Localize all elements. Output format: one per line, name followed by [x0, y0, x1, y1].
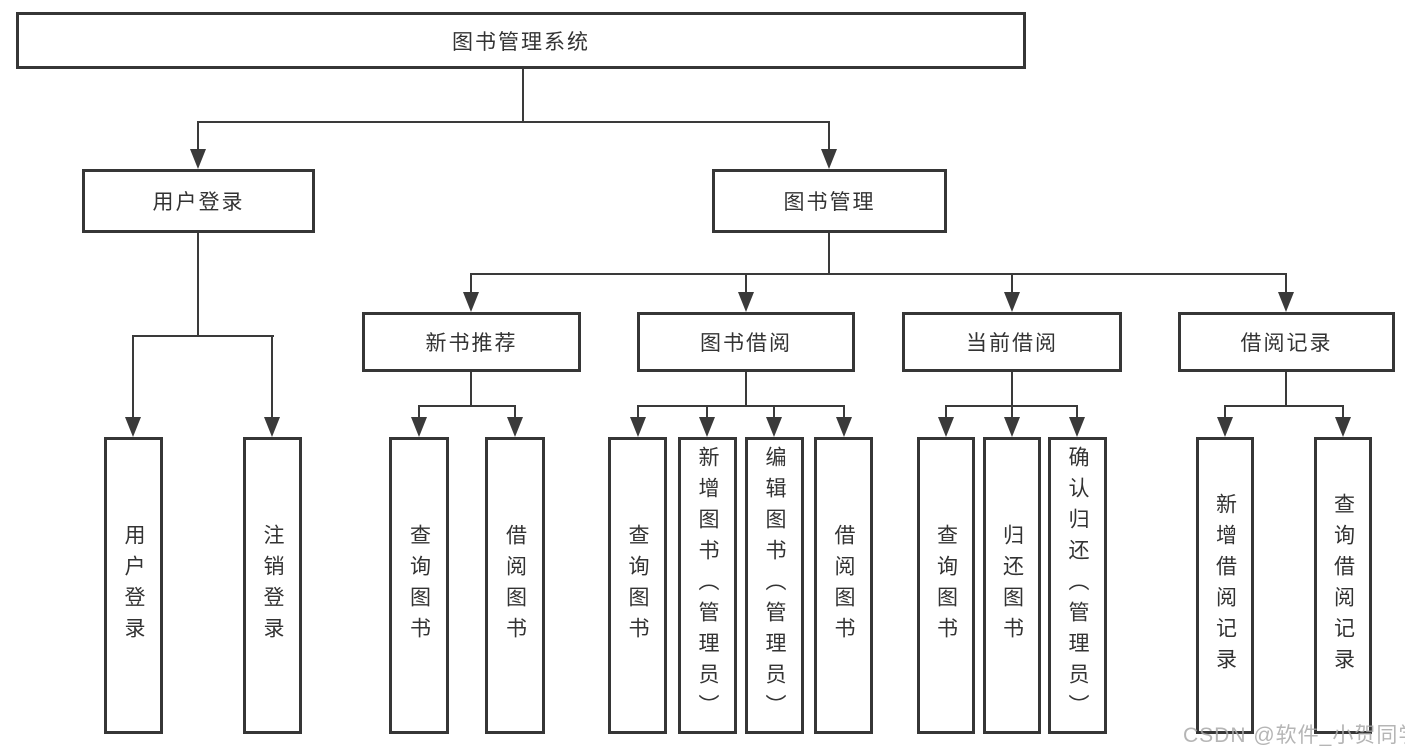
node-label: 查询图书 [934, 523, 958, 648]
node-label: 借阅图书 [503, 523, 527, 648]
node-label: 新增图书（管理员） [696, 446, 719, 725]
arrow-down-icon [821, 149, 837, 169]
node-label: 编辑图书（管理员） [763, 446, 786, 725]
node-label: 查询图书 [407, 523, 431, 648]
connector-hline [418, 405, 516, 407]
watermark: CSDN @软件_小贺同学 [1183, 724, 1405, 747]
arrow-down-icon [125, 417, 141, 437]
leaf-query-books-borrowing: 查询图书 [608, 437, 667, 734]
arrow-down-icon [938, 417, 954, 437]
arrow-down-icon [264, 417, 280, 437]
connector-vline [197, 121, 199, 165]
arrow-down-icon [507, 417, 523, 437]
leaf-add-books-admin: 新增图书（管理员） [678, 437, 737, 734]
connector-vline [745, 273, 747, 308]
arrow-down-icon [411, 417, 427, 437]
connector-vline [1285, 273, 1287, 308]
leaf-confirm-return-admin: 确认归还（管理员） [1048, 437, 1107, 734]
node-user-login: 用户登录 [82, 169, 315, 233]
node-label: 借阅记录 [1240, 332, 1333, 355]
connector-hline [132, 335, 274, 337]
leaf-logout: 注销登录 [243, 437, 302, 734]
node-label: 用户登录 [152, 191, 245, 214]
leaf-borrow-books: 借阅图书 [814, 437, 873, 734]
arrow-down-icon [630, 417, 646, 437]
connector-vline [1285, 372, 1287, 405]
connector-vline [132, 335, 134, 433]
node-label: 新增借阅记录 [1213, 492, 1237, 679]
arrow-down-icon [1278, 292, 1294, 312]
node-library-management-system: 图书管理系统 [16, 12, 1026, 69]
leaf-return-books: 归还图书 [983, 437, 1041, 734]
arrow-down-icon [1335, 417, 1351, 437]
arrow-down-icon [1069, 417, 1085, 437]
arrow-down-icon [1004, 292, 1020, 312]
connector-hline [1224, 405, 1344, 407]
arrow-down-icon [738, 292, 754, 312]
node-borrowing-records: 借阅记录 [1178, 312, 1395, 372]
arrow-down-icon [699, 417, 715, 437]
connector-vline [828, 121, 830, 165]
leaf-query-borrow-record: 查询借阅记录 [1314, 437, 1372, 734]
node-label: 查询图书 [626, 523, 649, 648]
connector-hline [470, 273, 1287, 275]
connector-vline [745, 372, 747, 405]
node-label: 注销登录 [261, 523, 284, 648]
node-label: 确认归还（管理员） [1066, 446, 1089, 725]
connector-vline [470, 273, 472, 308]
arrow-down-icon [1004, 417, 1020, 437]
node-current-borrowing: 当前借阅 [902, 312, 1122, 372]
connector-hline [637, 405, 845, 407]
arrow-down-icon [463, 292, 479, 312]
leaf-query-books-recommend: 查询图书 [389, 437, 449, 734]
connector-hline [197, 121, 830, 123]
connector-vline [828, 233, 830, 273]
leaf-edit-books-admin: 编辑图书（管理员） [745, 437, 804, 734]
connector-vline [470, 372, 472, 405]
arrow-down-icon [190, 149, 206, 169]
connector-vline [1011, 273, 1013, 308]
connector-vline [522, 69, 524, 121]
leaf-user-login: 用户登录 [104, 437, 163, 734]
leaf-query-books-current: 查询图书 [917, 437, 975, 734]
leaf-borrow-books-recommend: 借阅图书 [485, 437, 545, 734]
connector-vline [271, 335, 273, 433]
connector-vline [1011, 372, 1013, 405]
node-label: 归还图书 [1000, 523, 1024, 648]
arrow-down-icon [836, 417, 852, 437]
node-label: 新书推荐 [425, 332, 518, 355]
connector-vline [197, 233, 199, 335]
node-label: 图书借阅 [700, 332, 792, 355]
arrow-down-icon [1217, 417, 1233, 437]
node-book-borrowing: 图书借阅 [637, 312, 855, 372]
node-label: 借阅图书 [832, 523, 855, 648]
node-new-book-recommendation: 新书推荐 [362, 312, 581, 372]
arrow-down-icon [766, 417, 782, 437]
node-label: 查询借阅记录 [1331, 492, 1355, 679]
node-label: 用户登录 [122, 523, 145, 648]
node-book-management: 图书管理 [712, 169, 947, 233]
leaf-add-borrow-record: 新增借阅记录 [1196, 437, 1254, 734]
node-label: 图书管理 [783, 191, 876, 214]
node-label: 当前借阅 [966, 332, 1058, 355]
node-label: 图书管理系统 [452, 30, 590, 54]
